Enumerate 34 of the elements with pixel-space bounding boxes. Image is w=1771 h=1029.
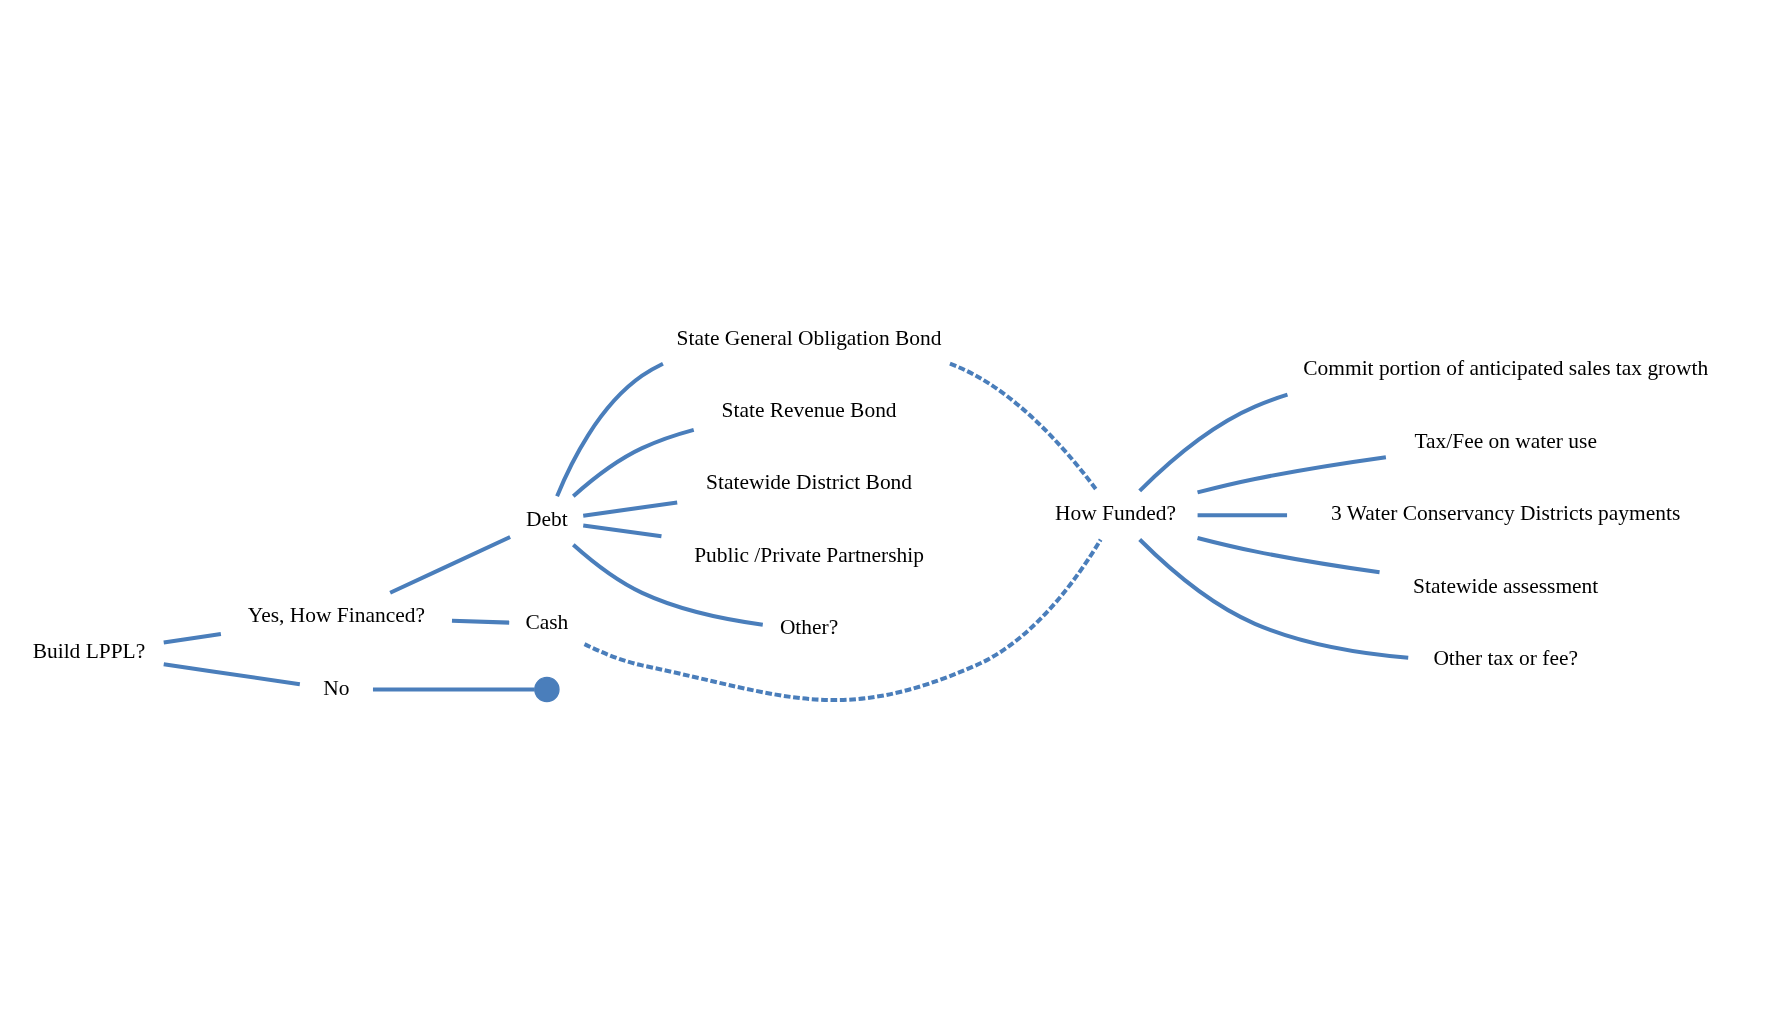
connector <box>1138 392 1289 493</box>
node-text: Statewide District Bond <box>706 470 913 495</box>
connector <box>583 538 1103 702</box>
connector <box>1197 455 1387 495</box>
connector <box>582 500 678 518</box>
connector <box>372 687 535 692</box>
node-text: How Funded? <box>1055 501 1176 526</box>
node-text: Other? <box>779 615 839 640</box>
connector <box>1138 538 1409 660</box>
node-text: Cash <box>525 609 569 634</box>
connector <box>1197 513 1288 518</box>
connector <box>582 523 662 539</box>
node-text: Other tax or fee? <box>1433 646 1579 671</box>
connector <box>571 543 764 627</box>
connector <box>163 662 301 687</box>
node-text: Tax/Fee on water use <box>1414 428 1597 453</box>
connector <box>451 618 510 625</box>
connector <box>949 361 1099 492</box>
connector <box>163 632 222 645</box>
node-text: Yes, How Financed? <box>247 603 425 628</box>
node-circle <box>534 676 560 703</box>
node-text: Statewide assessment <box>1413 573 1599 598</box>
node-text: Debt <box>526 506 568 531</box>
connector <box>555 361 664 498</box>
connector <box>571 427 695 498</box>
node-text: 3 Water Conservancy Districts payments <box>1331 501 1681 526</box>
node-text: State General Obligation Bond <box>676 325 942 350</box>
node-text: State Revenue Bond <box>721 398 897 423</box>
node-text: Public /Private Partnership <box>694 542 924 567</box>
node-text: No <box>323 675 350 700</box>
node-text: Build LPPL? <box>32 639 146 664</box>
connector <box>389 535 511 595</box>
connector <box>1197 536 1380 575</box>
node-text: Commit portion of anticipated sales tax growth <box>1303 356 1709 381</box>
